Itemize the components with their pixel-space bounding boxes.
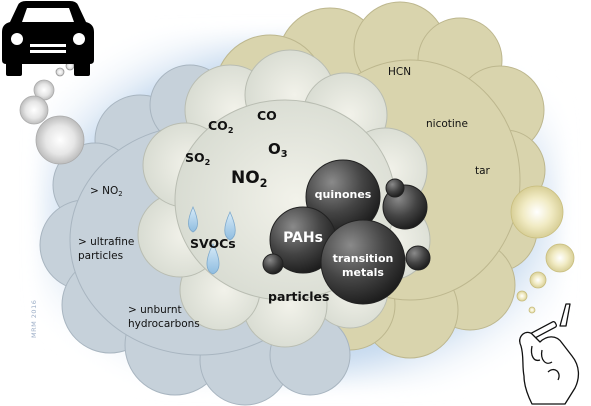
gas-o3: O3 xyxy=(268,140,288,161)
gas-co: CO xyxy=(257,108,277,123)
hand-cigarette-icon xyxy=(518,303,580,405)
tobacco-hcn: HCN xyxy=(388,66,412,78)
droplet xyxy=(224,211,236,241)
artist-signature: MRM 2016 xyxy=(30,299,38,338)
car-exhaust-puffs xyxy=(19,61,85,165)
car-emission-no2: > NO2 xyxy=(90,185,123,199)
gas-co2: CO2 xyxy=(208,118,234,135)
particle-spheres xyxy=(262,159,431,305)
gas-no2: NO2 xyxy=(231,168,268,190)
droplet xyxy=(188,206,198,233)
droplet xyxy=(206,243,220,275)
tobacco-nicotine: nicotine xyxy=(426,118,468,130)
particle-pahs: PAHs xyxy=(283,230,323,246)
car-icon xyxy=(2,1,94,76)
gas-so2: SO2 xyxy=(185,150,211,167)
cigarette-smoke-puffs xyxy=(510,185,575,314)
particle-quinones: quinones xyxy=(314,188,372,201)
car-emission-ultrafine-particles: > ultrafine particles xyxy=(78,236,135,262)
car-emission-unburnt-hydrocarbons: > unburnt hydrocarbons xyxy=(128,304,200,330)
svocs-label: SVOCs xyxy=(190,236,236,251)
svoc-droplets xyxy=(188,206,236,275)
particles-label: particles xyxy=(268,289,330,304)
tobacco-tar: tar xyxy=(475,165,490,177)
particle-transition-metals: transition metals xyxy=(332,252,394,279)
